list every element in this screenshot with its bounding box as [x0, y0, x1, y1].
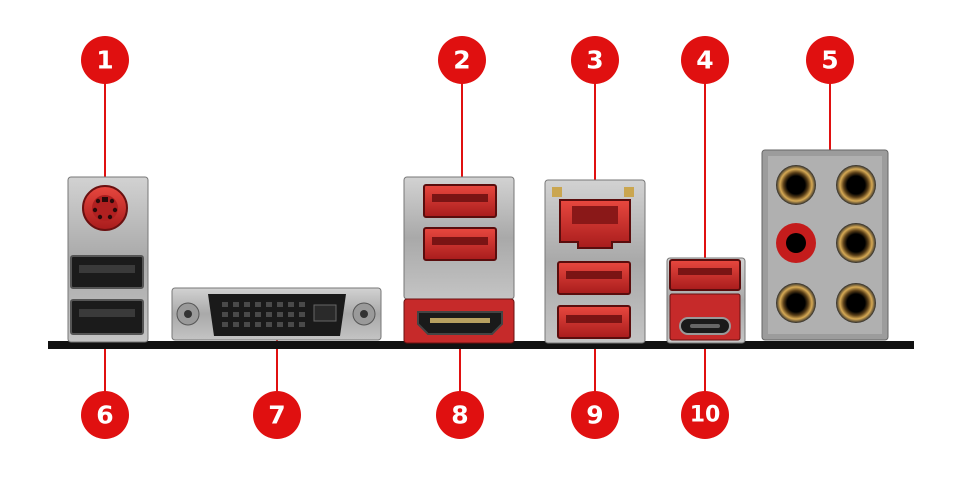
callout-number-8: 8 — [451, 401, 468, 430]
dvi-pin — [222, 312, 228, 317]
audio-jack-bottom-right[interactable] — [836, 283, 876, 323]
dvi-pin — [244, 302, 250, 307]
panel-baseline — [48, 341, 914, 349]
callout-number-3: 3 — [586, 46, 603, 75]
callout-badge-10: 10 — [681, 391, 729, 439]
callout-badge-8: 8 — [436, 391, 484, 439]
dvi-pin — [255, 302, 261, 307]
callout-badges: 1 2 3 4 5 6 7 8 — [81, 36, 854, 439]
callout-badge-3: 3 — [571, 36, 619, 84]
callout-number-10: 10 — [690, 403, 721, 428]
audio-jacks — [761, 149, 889, 341]
callout-number-9: 9 — [586, 401, 603, 430]
dvi-pin — [255, 322, 261, 327]
ps2-usb-stack — [67, 176, 149, 343]
dvi-pin — [266, 302, 272, 307]
dvi-pin — [299, 302, 305, 307]
dvi-pin — [222, 322, 228, 327]
callout-number-4: 4 — [696, 46, 713, 75]
dvi-pin — [277, 322, 283, 327]
dvi-pin — [255, 312, 261, 317]
dvi-pin — [233, 302, 239, 307]
callout-number-7: 7 — [268, 401, 285, 430]
dvi-pin — [288, 322, 294, 327]
callout-badge-6: 6 — [81, 391, 129, 439]
dvi-pin — [244, 312, 250, 317]
dvi-pin — [244, 322, 250, 327]
callout-badge-2: 2 — [438, 36, 486, 84]
audio-jack-top-right[interactable] — [836, 165, 876, 205]
callout-badge-7: 7 — [253, 391, 301, 439]
dvi-pin — [299, 312, 305, 317]
dvi-pin — [266, 312, 272, 317]
audio-jack-top-left[interactable] — [776, 165, 816, 205]
callout-badge-4: 4 — [681, 36, 729, 84]
dvi-pin — [277, 302, 283, 307]
dvi-pin — [233, 312, 239, 317]
dvi-pin — [277, 312, 283, 317]
dvi-pin — [299, 322, 305, 327]
dvi-port[interactable] — [171, 287, 382, 341]
usb-hdmi-stack — [403, 176, 515, 344]
callout-badge-5: 5 — [806, 36, 854, 84]
callout-badge-9: 9 — [571, 391, 619, 439]
callout-badge-1: 1 — [81, 36, 129, 84]
audio-jack-mid-right[interactable] — [836, 223, 876, 263]
dvi-pin — [233, 322, 239, 327]
callout-number-2: 2 — [453, 46, 470, 75]
audio-jack-bottom-left[interactable] — [776, 283, 816, 323]
dvi-pin — [288, 302, 294, 307]
lan-usb-stack — [544, 179, 646, 344]
dvi-pin — [266, 322, 272, 327]
dvi-pin — [288, 312, 294, 317]
callout-number-1: 1 — [96, 46, 113, 75]
usb-a-c-stack — [666, 257, 746, 344]
callout-number-6: 6 — [96, 401, 113, 430]
dvi-pin — [222, 302, 228, 307]
callout-number-5: 5 — [821, 46, 838, 75]
